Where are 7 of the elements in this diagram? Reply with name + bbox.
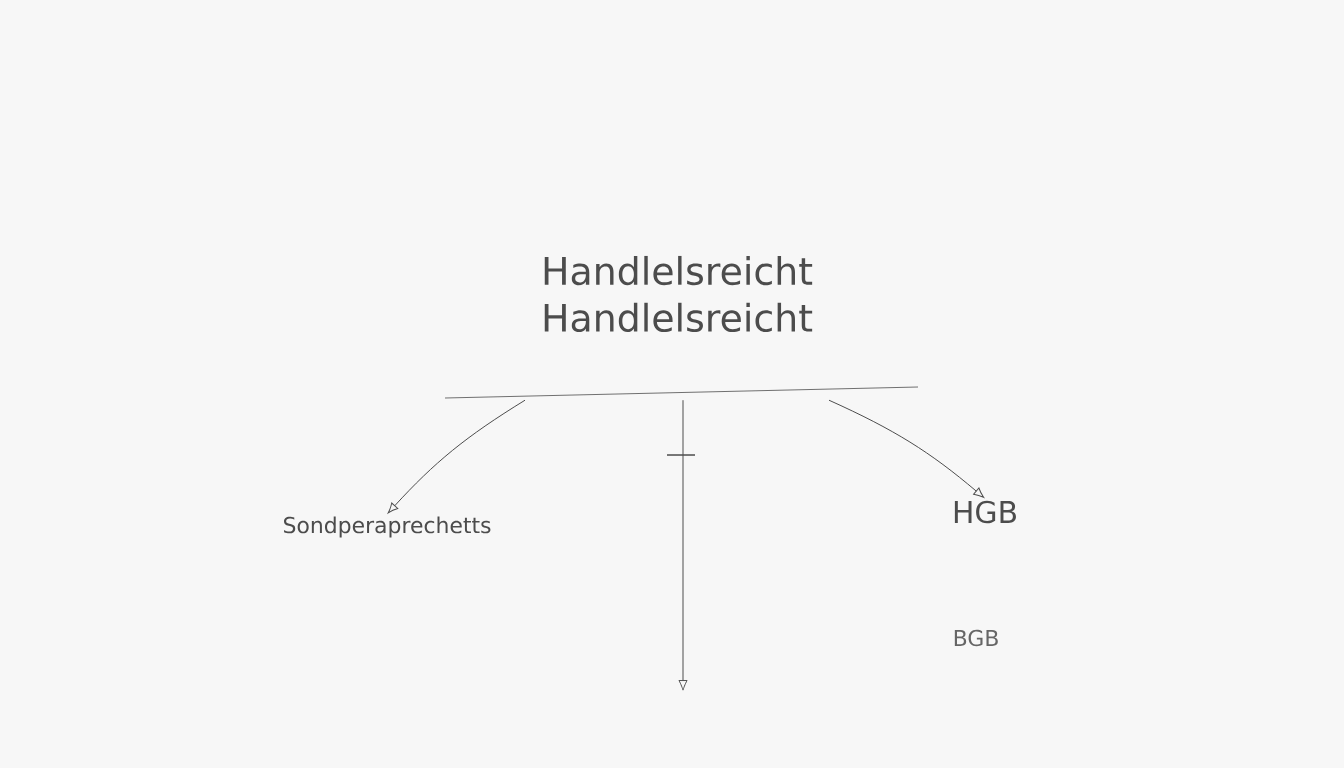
arrow (666, 399, 696, 691)
text-label: HGB (954, 500, 1016, 524)
text-label: BGB (954, 629, 998, 647)
arrow (387, 399, 526, 514)
text-label: Sondperaprechetts (284, 516, 491, 538)
arrow (828, 399, 985, 498)
title-text: Handlelsreicht Handlelsreicht (544, 255, 813, 333)
